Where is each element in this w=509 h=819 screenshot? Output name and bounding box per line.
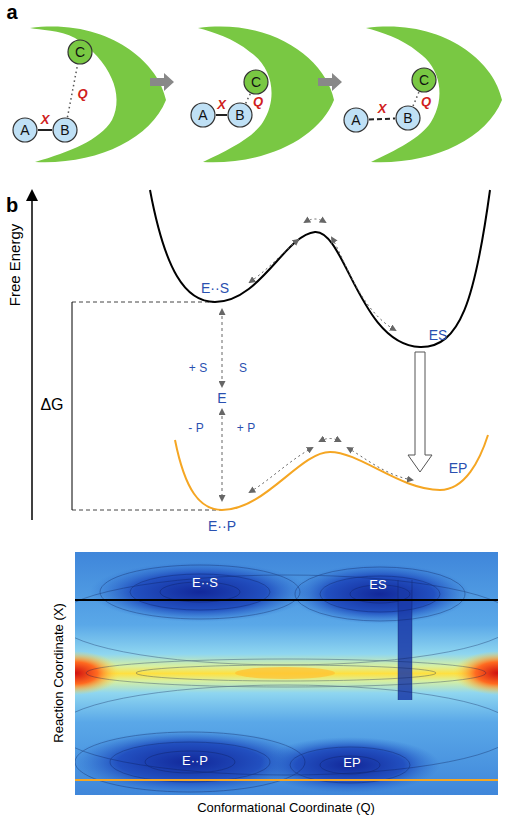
molecule-circle: A — [343, 107, 369, 133]
state-label: EP — [343, 755, 360, 770]
state-label: ES — [369, 577, 386, 592]
coordinate-label: Q — [421, 94, 431, 109]
molecule-circle: C — [67, 39, 93, 65]
bond-line — [369, 118, 395, 119]
molecule-circle: A — [12, 117, 38, 143]
bond-line — [216, 114, 227, 116]
panel-letter: a — [6, 1, 17, 24]
state-label: E··S — [201, 280, 229, 296]
state-label: E··P — [182, 753, 208, 768]
state-label: E — [217, 390, 226, 406]
molecule-letter: A — [12, 117, 38, 143]
state-label: ΔG — [40, 396, 63, 414]
state-label: E··P — [208, 518, 236, 534]
contact-line — [413, 92, 419, 106]
molecule-letter: C — [243, 69, 269, 95]
panel-letter: b — [6, 194, 18, 217]
molecule-circle: B — [227, 102, 253, 128]
state-label: - P — [188, 421, 203, 435]
axis-title: Free Energy — [6, 224, 23, 307]
state-label: S — [239, 361, 247, 375]
molecule-letter: B — [395, 105, 421, 131]
axis-title: Conformational Coordinate (Q) — [197, 800, 375, 815]
coordinate-label: X — [41, 112, 50, 127]
molecule-circle: C — [243, 69, 269, 95]
state-label: ES — [429, 327, 448, 343]
molecule-circle: B — [52, 117, 78, 143]
contact-line — [246, 94, 251, 104]
contact-line — [67, 65, 77, 117]
molecule-letter: B — [227, 102, 253, 128]
coordinate-label: Q — [77, 86, 87, 101]
state-label: + P — [237, 421, 255, 435]
coordinate-label: Q — [253, 93, 263, 108]
molecule-letter: C — [411, 67, 437, 93]
state-label: EP — [449, 460, 468, 476]
molecule-circle: C — [411, 67, 437, 93]
state-label: E··S — [192, 575, 218, 590]
state-label: + S — [189, 361, 207, 375]
molecule-circle: A — [190, 102, 216, 128]
coordinate-label: X — [378, 101, 387, 116]
molecule-letter: B — [52, 117, 78, 143]
bond-line — [38, 129, 52, 131]
molecule-letter: A — [343, 107, 369, 133]
axis-title: Reaction Coordinate (X) — [51, 603, 66, 742]
molecule-letter: A — [190, 102, 216, 128]
molecule-circle: B — [395, 105, 421, 131]
molecule-letter: C — [67, 39, 93, 65]
coordinate-label: X — [217, 97, 226, 112]
